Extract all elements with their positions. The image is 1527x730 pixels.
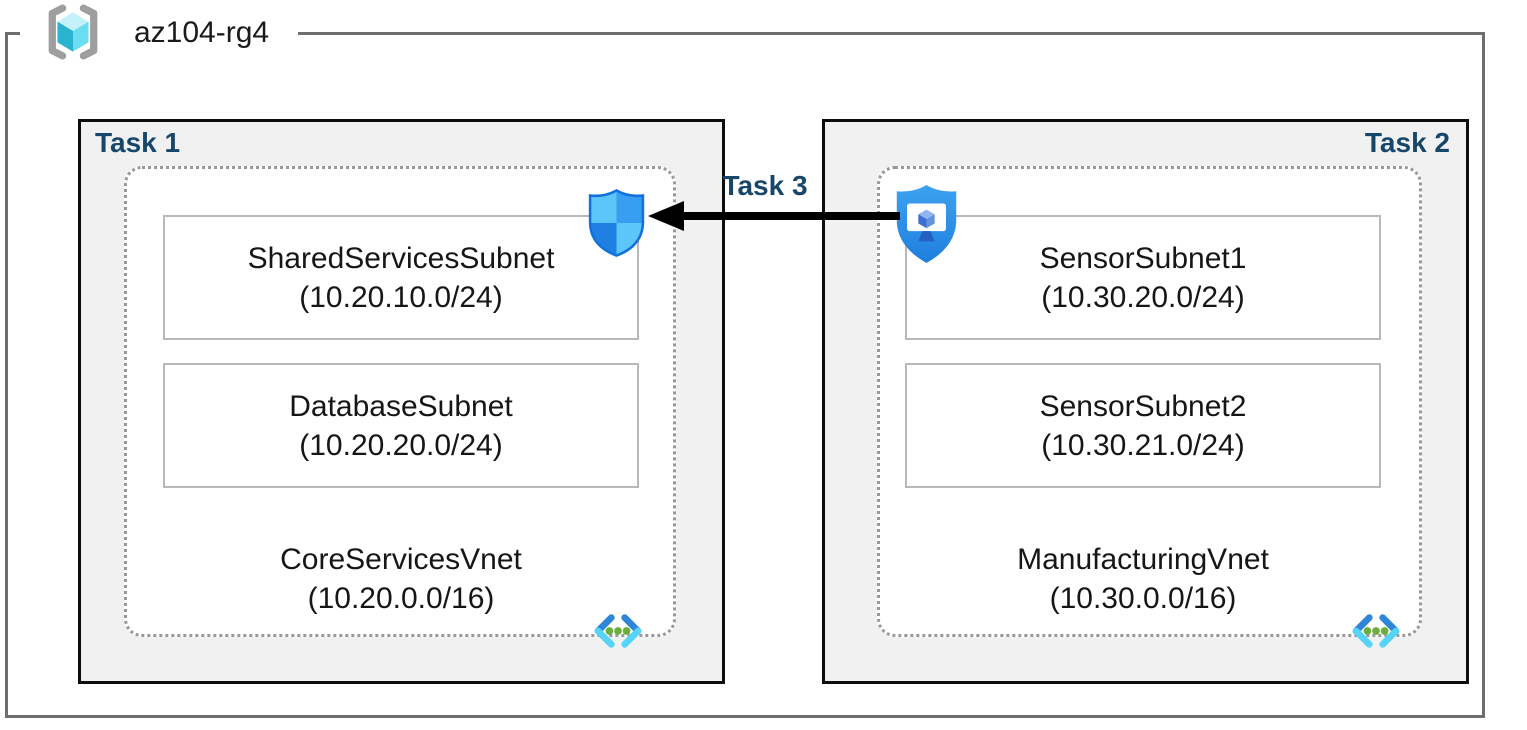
subnet-cidr: (10.30.20.0/24) [1041,280,1245,314]
subnet-name: DatabaseSubnet [289,389,513,423]
vnet-cidr: (10.30.0.0/16) [1049,582,1237,615]
virtual-network-icon [1352,614,1400,648]
subnet-name: SensorSubnet2 [1039,389,1247,423]
application-security-group-icon [896,185,957,263]
network-security-group-icon [588,189,645,257]
virtual-network-icon [594,614,642,648]
subnet-cidr: (10.20.10.0/24) [299,280,503,314]
subnet-cidr: (10.30.21.0/24) [1041,428,1245,462]
subnet-name: SensorSubnet1 [1039,241,1247,275]
subnet-cidr: (10.20.20.0/24) [299,428,503,462]
subnet-box-sensor1: SensorSubnet1 (10.30.20.0/24) [905,215,1381,340]
vnet-name: CoreServicesVnet [280,543,522,576]
resource-group-border-gap [20,28,298,40]
vnet-name: ManufacturingVnet [1017,543,1269,576]
subnet-box-sharedservices: SharedServicesSubnet (10.20.10.0/24) [163,215,639,340]
task3-arrow [648,201,900,231]
resource-group-title: az104-rg4 [134,16,270,49]
task2-label: Task 2 [1364,127,1450,158]
vnet1-label: CoreServicesVnet (10.20.0.0/16) [163,540,639,618]
task1-label: Task 1 [95,127,181,158]
vnet2-label: ManufacturingVnet (10.30.0.0/16) [905,540,1381,618]
resource-group-icon [48,4,98,60]
vnet-cidr: (10.20.0.0/16) [307,582,495,615]
subnet-box-sensor2: SensorSubnet2 (10.30.21.0/24) [905,363,1381,488]
task3-label: Task 3 [722,170,808,201]
resource-group-frame [5,32,1485,718]
subnet-box-database: DatabaseSubnet (10.20.20.0/24) [163,363,639,488]
subnet-name: SharedServicesSubnet [247,241,555,275]
